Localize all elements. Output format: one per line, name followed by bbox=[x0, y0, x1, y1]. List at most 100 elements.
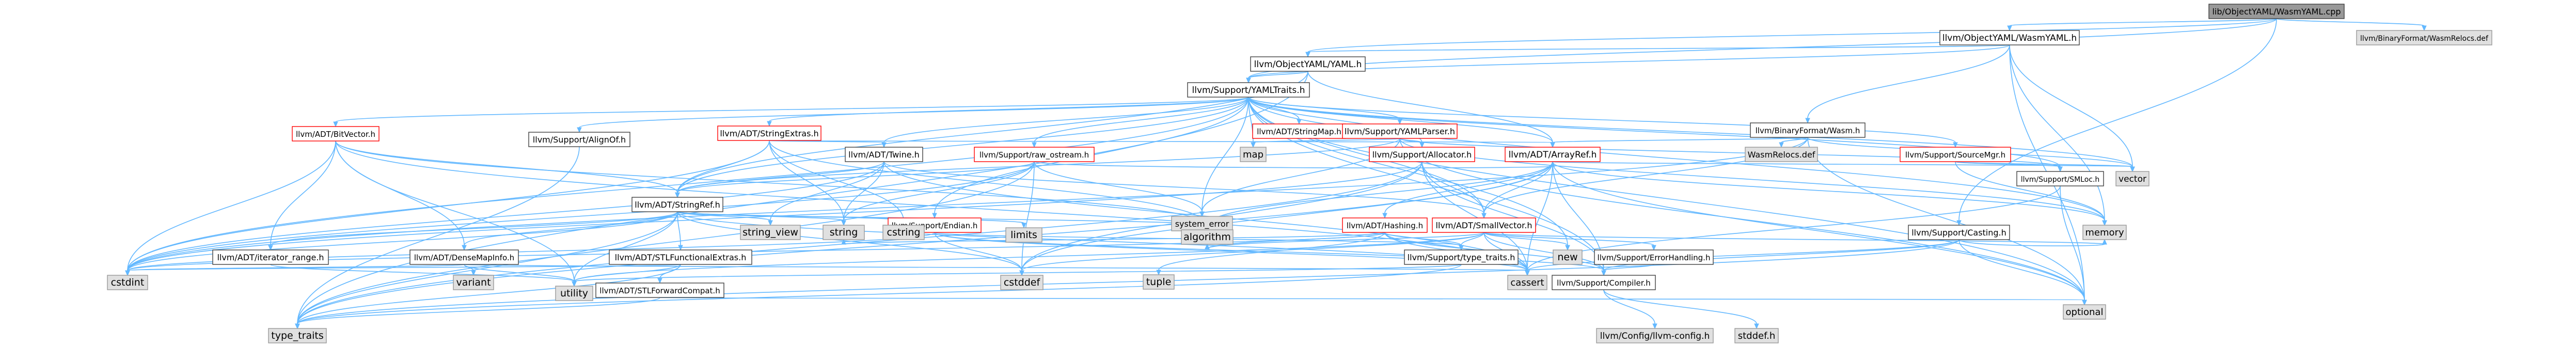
include-edge bbox=[841, 232, 1385, 245]
node-limits[interactable]: limits bbox=[1005, 227, 1042, 243]
node-label: memory bbox=[2085, 227, 2124, 238]
node-label: string_view bbox=[742, 227, 798, 238]
include-edge bbox=[1956, 18, 2277, 226]
include-edge bbox=[1382, 161, 1553, 219]
node-llvm-adt-stringmap-h[interactable]: llvm/ADT/StringMap.h bbox=[1252, 123, 1346, 139]
node-wasmrelocs-def[interactable]: WasmRelocs.def bbox=[1745, 147, 1818, 162]
node-llvm-objectyaml-yaml-h[interactable]: llvm/ObjectYAML/YAML.h bbox=[1250, 56, 1366, 72]
node-layer: lib/ObjectYAML/WasmYAML.cpp llvm/ObjectYA… bbox=[107, 4, 2492, 343]
node-llvm-binaryformat-wasmrelocs-def[interactable]: llvm/BinaryFormat/WasmRelocs.def bbox=[2356, 30, 2492, 45]
include-edge bbox=[1955, 161, 2135, 172]
node-memory[interactable]: memory bbox=[2082, 225, 2127, 240]
node-label: llvm/ADT/BitVector.h bbox=[296, 130, 375, 139]
node-llvm-support-type-traits-h[interactable]: llvm/Support/type_traits.h bbox=[1404, 249, 1519, 265]
include-edge bbox=[1603, 289, 1657, 329]
include-edge bbox=[1807, 137, 2087, 306]
node-cassert[interactable]: cassert bbox=[1507, 275, 1547, 290]
include-edge bbox=[1248, 97, 1402, 125]
node-llvm-adt-twine-h[interactable]: llvm/ADT/Twine.h bbox=[845, 147, 923, 162]
node-type-traits[interactable]: type_traits bbox=[268, 328, 327, 343]
node-cstdint[interactable]: cstdint bbox=[107, 275, 148, 290]
include-edge bbox=[1955, 161, 2107, 226]
include-edge bbox=[1305, 18, 2277, 58]
include-edge bbox=[464, 264, 1530, 276]
node-label: map bbox=[1243, 149, 1263, 160]
node-algorithm[interactable]: algorithm bbox=[1181, 229, 1234, 245]
include-edge bbox=[883, 161, 1487, 219]
node-llvm-adt-stlfunctionalextras-h[interactable]: llvm/ADT/STLFunctionalExtras.h bbox=[609, 249, 752, 265]
node-llvm-adt-stlforwardcompat-h[interactable]: llvm/ADT/STLForwardCompat.h bbox=[595, 282, 724, 298]
node-llvm-objectyaml-wasmyaml-h[interactable]: llvm/ObjectYAML/WasmYAML.h bbox=[1939, 30, 2080, 45]
node-llvm-support-endian-h[interactable]: llvm/Support/Endian.h bbox=[888, 217, 982, 233]
node-llvm-support-sourcemgr-h[interactable]: llvm/Support/SourceMgr.h bbox=[1900, 147, 2011, 162]
node-label: limits bbox=[1010, 229, 1037, 241]
node-label: cstring bbox=[887, 227, 921, 238]
node-llvm-adt-hashing-h[interactable]: llvm/ADT/Hashing.h bbox=[1342, 217, 1428, 233]
node-llvm-support-yamlparser-h[interactable]: llvm/Support/YAMLParser.h bbox=[1342, 123, 1458, 139]
node-vector[interactable]: vector bbox=[2115, 171, 2150, 186]
node-label: llvm/ADT/Hashing.h bbox=[1347, 221, 1423, 230]
node-string[interactable]: string bbox=[823, 225, 865, 240]
node-cstring[interactable]: cstring bbox=[882, 225, 925, 240]
node-stddef-h[interactable]: stddef.h bbox=[1734, 328, 1779, 343]
node-label: llvm/ObjectYAML/YAML.h bbox=[1254, 59, 1362, 70]
node-label: stddef.h bbox=[1738, 331, 1776, 341]
node-llvm-support-alignof-h[interactable]: llvm/Support/AlignOf.h bbox=[528, 132, 630, 147]
include-edge bbox=[295, 297, 660, 329]
node-label: llvm/ADT/DenseMapInfo.h bbox=[414, 253, 514, 262]
node-label: llvm/Support/ErrorHandling.h bbox=[1598, 253, 1711, 262]
node-label: variant bbox=[456, 277, 491, 288]
node-llvm-support-casting-h[interactable]: llvm/Support/Casting.h bbox=[1908, 225, 2010, 240]
node-variant[interactable]: variant bbox=[453, 275, 494, 290]
include-edge bbox=[125, 97, 1249, 276]
node-llvm-support-yamltraits-h[interactable]: llvm/Support/YAMLTraits.h bbox=[1187, 82, 1310, 98]
node-llvm-binaryformat-wasm-h[interactable]: llvm/BinaryFormat/Wasm.h bbox=[1750, 122, 1866, 138]
include-edge bbox=[295, 161, 1035, 329]
node-llvm-adt-densemapinfo-h[interactable]: llvm/ADT/DenseMapInfo.h bbox=[409, 249, 519, 265]
include-edge bbox=[268, 211, 678, 251]
node-lib-objectyaml-wasmyaml-cpp[interactable]: lib/ObjectYAML/WasmYAML.cpp bbox=[2208, 4, 2345, 19]
node-utility[interactable]: utility bbox=[555, 286, 593, 301]
node-cstddef[interactable]: cstddef bbox=[1000, 275, 1044, 290]
include-edge bbox=[1032, 97, 1249, 148]
node-llvm-adt-bitvector-h[interactable]: llvm/ADT/BitVector.h bbox=[292, 126, 380, 142]
include-edge bbox=[1601, 264, 1654, 276]
node-string-view[interactable]: string_view bbox=[740, 225, 801, 240]
include-edge bbox=[1958, 239, 2087, 306]
node-llvm-support-smloc-h[interactable]: llvm/Support/SMLoc.h bbox=[2016, 171, 2104, 186]
include-edge bbox=[2007, 18, 2277, 32]
node-label: vector bbox=[2119, 174, 2146, 184]
node-llvm-adt-smallvector-h[interactable]: llvm/ADT/SmallVector.h bbox=[1432, 217, 1536, 233]
node-label: llvm/Support/Compiler.h bbox=[1557, 278, 1651, 288]
node-label: llvm/Config/llvm-config.h bbox=[1600, 331, 1710, 341]
node-new[interactable]: new bbox=[1553, 249, 1583, 265]
node-map[interactable]: map bbox=[1240, 147, 1267, 162]
node-llvm-adt-stringref-h[interactable]: llvm/ADT/StringRef.h bbox=[631, 197, 723, 212]
include-edge bbox=[462, 211, 678, 251]
node-llvm-support-errorhandling-h[interactable]: llvm/Support/ErrorHandling.h bbox=[1594, 249, 1714, 265]
edge-layer bbox=[125, 18, 2427, 329]
include-edge bbox=[125, 264, 465, 276]
node-llvm-adt-stringextras-h[interactable]: llvm/ADT/StringExtras.h bbox=[717, 125, 821, 141]
node-optional[interactable]: optional bbox=[2063, 304, 2106, 320]
include-edge bbox=[1483, 232, 1570, 251]
node-label: llvm/Support/YAMLParser.h bbox=[1345, 127, 1455, 136]
node-llvm-config-llvm-config-h[interactable]: llvm/Config/llvm-config.h bbox=[1596, 328, 1714, 343]
node-tuple[interactable]: tuple bbox=[1143, 274, 1175, 290]
node-system-error[interactable]: system_error bbox=[1171, 216, 1233, 231]
node-label: llvm/ADT/iterator_range.h bbox=[217, 253, 324, 263]
node-llvm-adt-arrayref-h[interactable]: llvm/ADT/ArrayRef.h bbox=[1505, 147, 1601, 162]
include-edge bbox=[1603, 289, 1759, 329]
node-llvm-support-raw-ostream-h[interactable]: llvm/Support/raw_ostream.h bbox=[974, 147, 1095, 162]
node-llvm-adt-iterator-range-h[interactable]: llvm/ADT/iterator_range.h bbox=[212, 249, 329, 265]
node-llvm-support-compiler-h[interactable]: llvm/Support/Compiler.h bbox=[1552, 275, 1656, 290]
include-edge bbox=[295, 264, 1462, 329]
node-llvm-support-allocator-h[interactable]: llvm/Support/Allocator.h bbox=[1369, 147, 1475, 162]
node-label: WasmRelocs.def bbox=[1748, 150, 1815, 160]
include-edge bbox=[295, 71, 1308, 329]
include-edge bbox=[1019, 161, 1035, 276]
include-edge bbox=[1552, 161, 2135, 172]
node-label: optional bbox=[2066, 307, 2104, 318]
node-label: new bbox=[1557, 252, 1577, 263]
node-label: llvm/Support/Casting.h bbox=[1911, 228, 2006, 238]
